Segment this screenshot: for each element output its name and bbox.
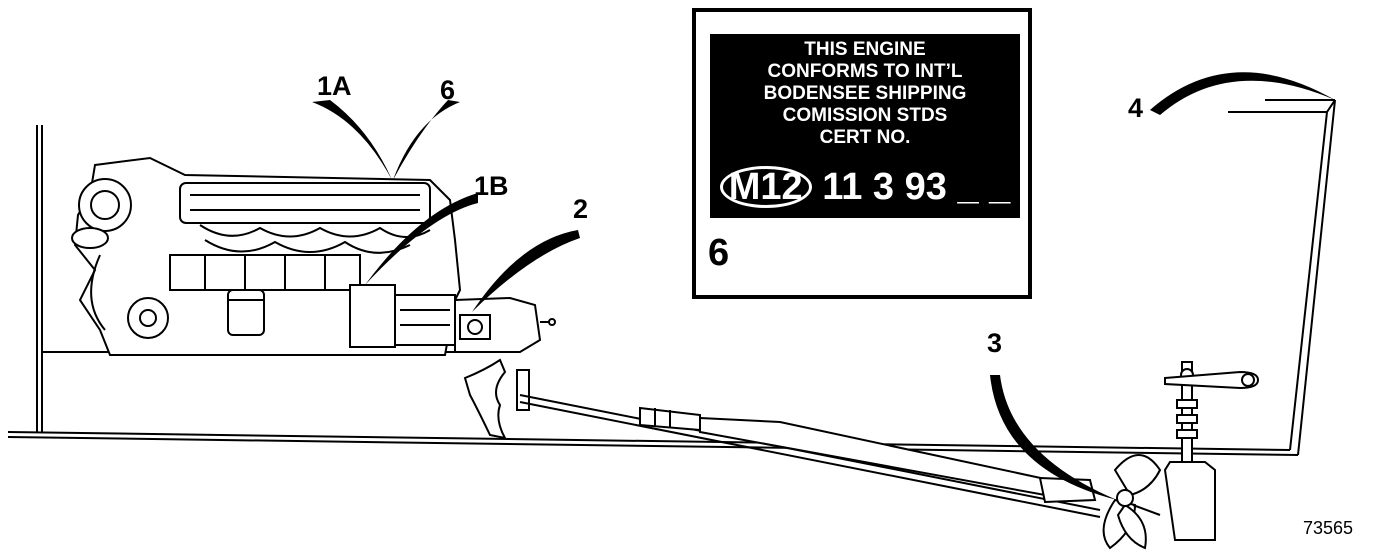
propeller [1102,454,1162,550]
callout-1b: 1B [474,171,509,201]
plate-callout-number: 6 [708,232,730,274]
cert-code: M12 [728,166,803,208]
callout-6: 6 [440,75,456,105]
callout-2: 2 [573,194,589,224]
callout-4: 4 [1128,93,1144,123]
cert-number-rest: 11 3 93 _ _ [822,166,1011,208]
leader-1b [365,193,478,285]
plate-text-line: CONFORMS TO INT’L [767,61,963,82]
leader-4 [1150,72,1335,115]
cert-code-circle: M12 [719,166,812,208]
engine-bed [42,351,507,440]
leader-6 [393,100,460,180]
propeller-shaft [516,369,1101,518]
boat-hull-section [7,99,1336,456]
certification-plate: THIS ENGINE CONFORMS TO INT’L BODENSEE S… [692,8,1032,299]
callout-leaders [312,72,1335,500]
figure-number: 73565 [1303,518,1354,538]
callout-1a: 1A [317,71,352,101]
rudder [1163,361,1260,541]
leader-1a [312,100,392,180]
leader-3 [990,375,1117,500]
plate-text-line: COMISSION STDS [782,105,948,126]
leader-2 [472,230,580,312]
certificate-number: M12 11 3 93 _ _ [710,166,1020,208]
engine-illustration [71,156,462,356]
plate-text-line: CERT NO. [819,127,911,148]
callout-3: 3 [987,328,1003,358]
plate-text-line: BODENSEE SHIPPING [763,83,967,104]
plate-text-line: THIS ENGINE [804,39,926,60]
transmission-gearbox [454,296,556,353]
plate-label: THIS ENGINE CONFORMS TO INT’L BODENSEE S… [710,34,1020,218]
